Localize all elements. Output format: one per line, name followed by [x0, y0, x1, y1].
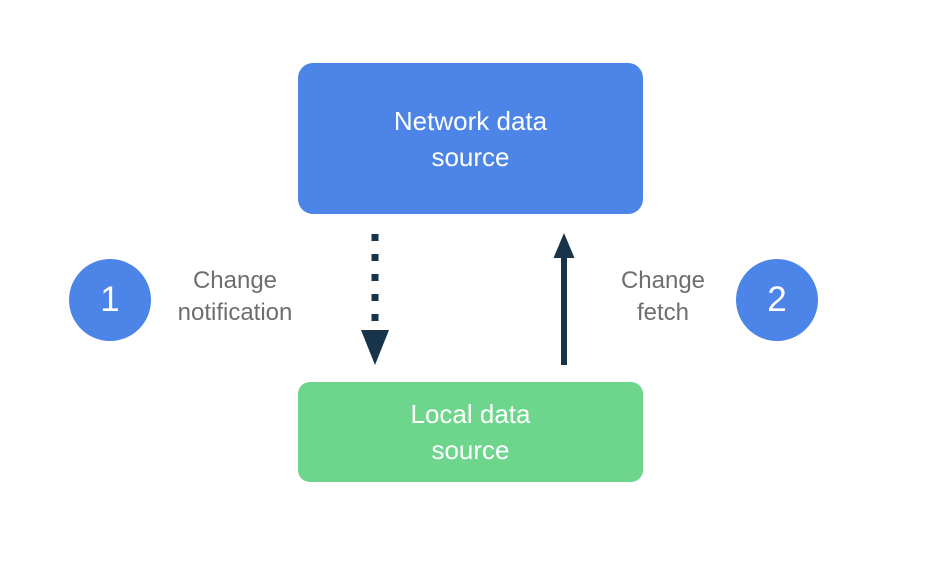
solid-arrow-line: [561, 256, 567, 365]
down-arrowhead-icon: [361, 330, 389, 365]
step-1-number: 1: [100, 280, 120, 319]
local-data-source-node: Local data source: [298, 382, 643, 482]
network-data-source-label: Network data source: [393, 105, 548, 172]
change-notification-arrow-icon: [361, 234, 389, 365]
local-data-source-label: Local data source: [410, 399, 531, 465]
step-2-label: Change fetch: [620, 267, 706, 326]
step-1-label: Change notification: [177, 267, 293, 326]
up-arrowhead-icon: [553, 233, 575, 258]
step-2-number: 2: [767, 280, 787, 319]
step-2-badge: 2: [736, 259, 818, 341]
change-fetch-arrow-icon: [553, 233, 575, 365]
network-data-source-node: Network data source: [298, 63, 643, 214]
step-1-badge: 1: [69, 259, 151, 341]
